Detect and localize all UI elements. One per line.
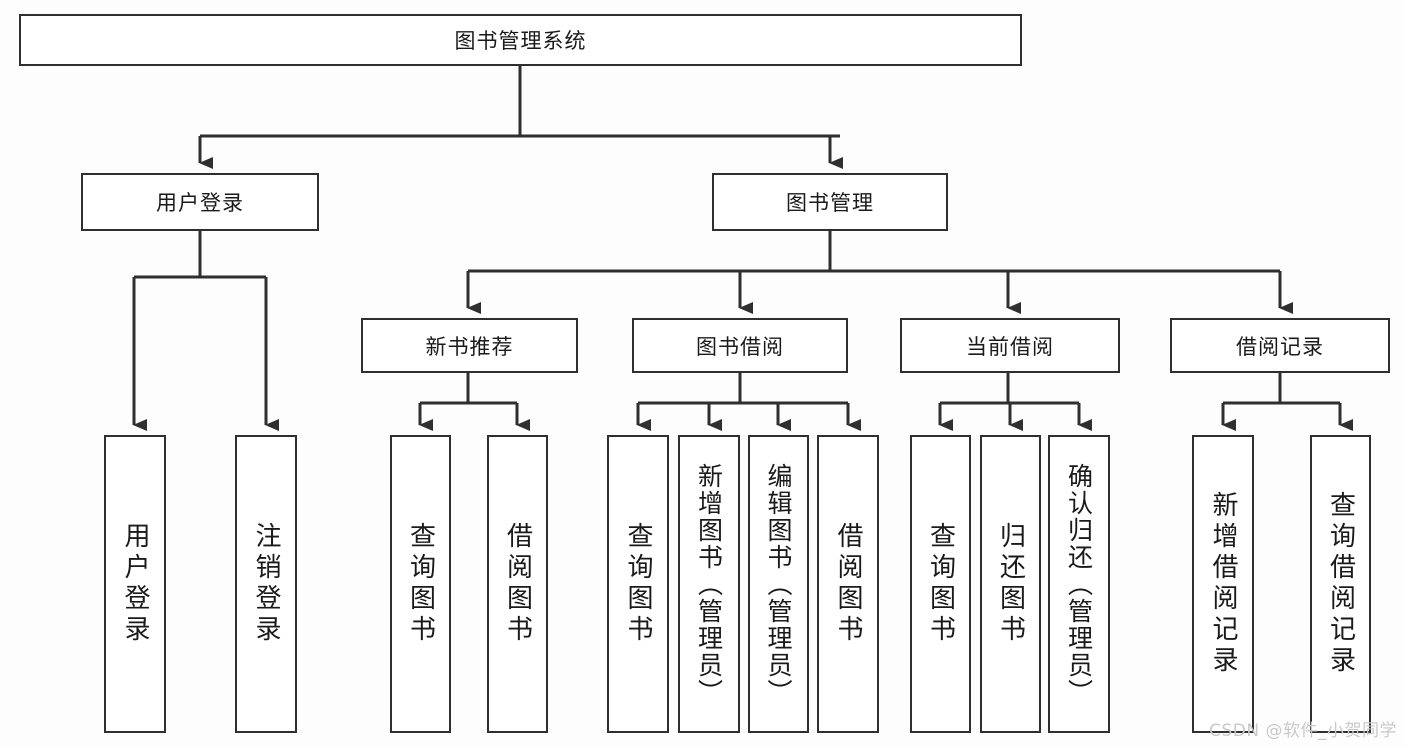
node-leaf-borrow-book-rec[interactable]: 借阅图书 [487,435,548,733]
node-new-book-rec[interactable]: 新书推荐 [361,318,578,373]
node-book-manage[interactable]: 图书管理 [712,173,948,231]
node-leaf-logout[interactable]: 注销登录 [235,435,297,733]
node-leaf-query-record[interactable]: 查询借阅记录 [1310,435,1371,733]
node-leaf-query-book-cur[interactable]: 查询图书 [910,435,971,733]
node-leaf-add-record[interactable]: 新增借阅记录 [1192,435,1254,733]
node-current-borrow[interactable]: 当前借阅 [900,318,1120,373]
node-borrow-record[interactable]: 借阅记录 [1170,318,1390,373]
node-leaf-query-book-bor[interactable]: 查询图书 [607,435,669,733]
node-leaf-confirm-return[interactable]: 确认归还（管理员） [1048,435,1110,733]
node-leaf-edit-book[interactable]: 编辑图书（管理员） [748,435,809,733]
node-book-borrow[interactable]: 图书借阅 [632,318,848,373]
node-leaf-add-book[interactable]: 新增图书（管理员） [678,435,740,733]
node-user-login[interactable]: 用户登录 [81,173,319,231]
node-leaf-user-login[interactable]: 用户登录 [104,435,166,733]
node-leaf-query-book-rec[interactable]: 查询图书 [390,435,451,733]
node-root[interactable]: 图书管理系统 [19,14,1022,66]
node-leaf-borrow-book-bor[interactable]: 借阅图书 [817,435,879,733]
csdn-watermark: CSDN @软件_小贺同学 [1209,721,1397,741]
node-leaf-return-book[interactable]: 归还图书 [980,435,1041,733]
